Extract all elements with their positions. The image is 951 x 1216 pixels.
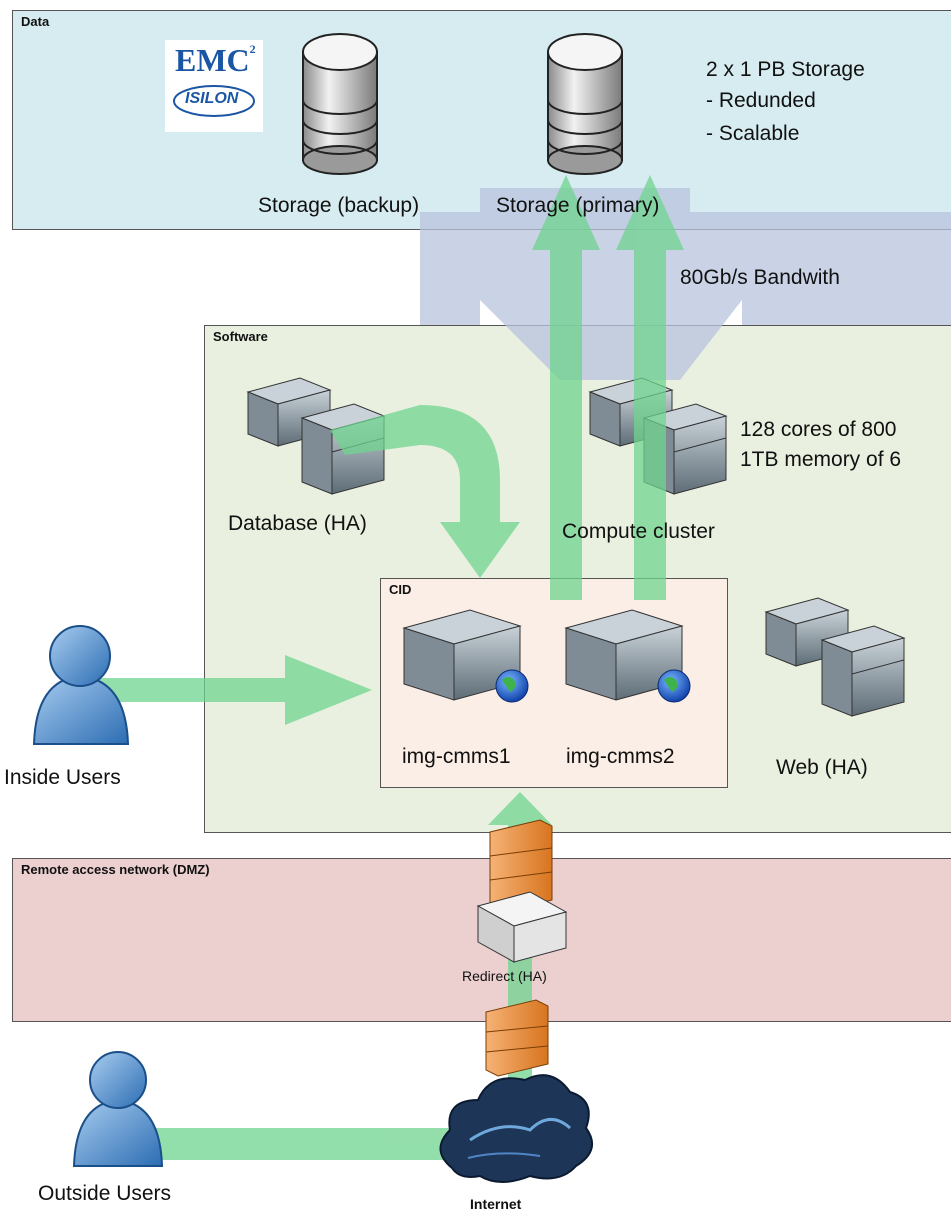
outside-user-icon xyxy=(72,1051,164,1167)
flow-arrow-inside-users xyxy=(70,655,372,725)
redirect-device-icon xyxy=(476,891,568,963)
server-cmms2-label: img-cmms2 xyxy=(566,745,675,768)
internet-label: Internet xyxy=(470,1196,522,1212)
web-servers-icon xyxy=(764,597,906,717)
bandwidth-label: 80Gb/s Bandwith xyxy=(680,266,840,289)
web-label: Web (HA) xyxy=(776,756,868,779)
emc-isilon-logo: EMC2 ISILON xyxy=(165,40,263,132)
logo-brand: EMC2 xyxy=(175,42,256,78)
inside-user-icon xyxy=(32,625,130,745)
software-zone-label: Software xyxy=(213,329,268,344)
data-zone-label: Data xyxy=(21,14,50,29)
firewall-bottom-icon xyxy=(485,999,549,1077)
flow-arrow-outside-users xyxy=(110,1110,470,1160)
storage-primary-icon xyxy=(547,33,623,175)
inside-users-label: Inside Users xyxy=(4,766,121,789)
redirect-label: Redirect (HA) xyxy=(462,968,547,984)
storage-spec-line1: 2 x 1 PB Storage xyxy=(706,58,865,81)
storage-backup-label: Storage (backup) xyxy=(258,194,420,217)
firewall-top-icon xyxy=(489,819,553,913)
compute-spec-line1: 128 cores of 800 xyxy=(740,418,897,441)
database-label: Database (HA) xyxy=(228,512,367,535)
flow-arrow-cmms2-to-storage xyxy=(616,175,684,600)
logo-sub: ISILON xyxy=(185,90,239,107)
outside-users-label: Outside Users xyxy=(38,1182,172,1205)
server-cmms2-icon xyxy=(564,609,691,703)
flow-arrow-database-to-cid xyxy=(330,405,520,578)
flow-arrow-cmms1-to-storage xyxy=(532,175,600,600)
storage-spec-line3: - Scalable xyxy=(706,122,800,145)
storage-spec-line2: - Redunded xyxy=(706,89,816,112)
storage-primary-label: Storage (primary) xyxy=(496,194,660,217)
logo-swoosh-icon xyxy=(173,85,255,117)
cid-zone-label: CID xyxy=(389,582,412,597)
compute-cluster-label: Compute cluster xyxy=(562,520,715,543)
storage-backup-icon xyxy=(302,33,378,175)
server-cmms1-icon xyxy=(402,609,529,703)
internet-cloud-icon xyxy=(439,1074,594,1183)
compute-spec-line2: 1TB memory of 6 xyxy=(740,448,902,471)
dmz-zone-label: Remote access network (DMZ) xyxy=(21,862,210,877)
server-cmms1-label: img-cmms1 xyxy=(402,745,511,768)
